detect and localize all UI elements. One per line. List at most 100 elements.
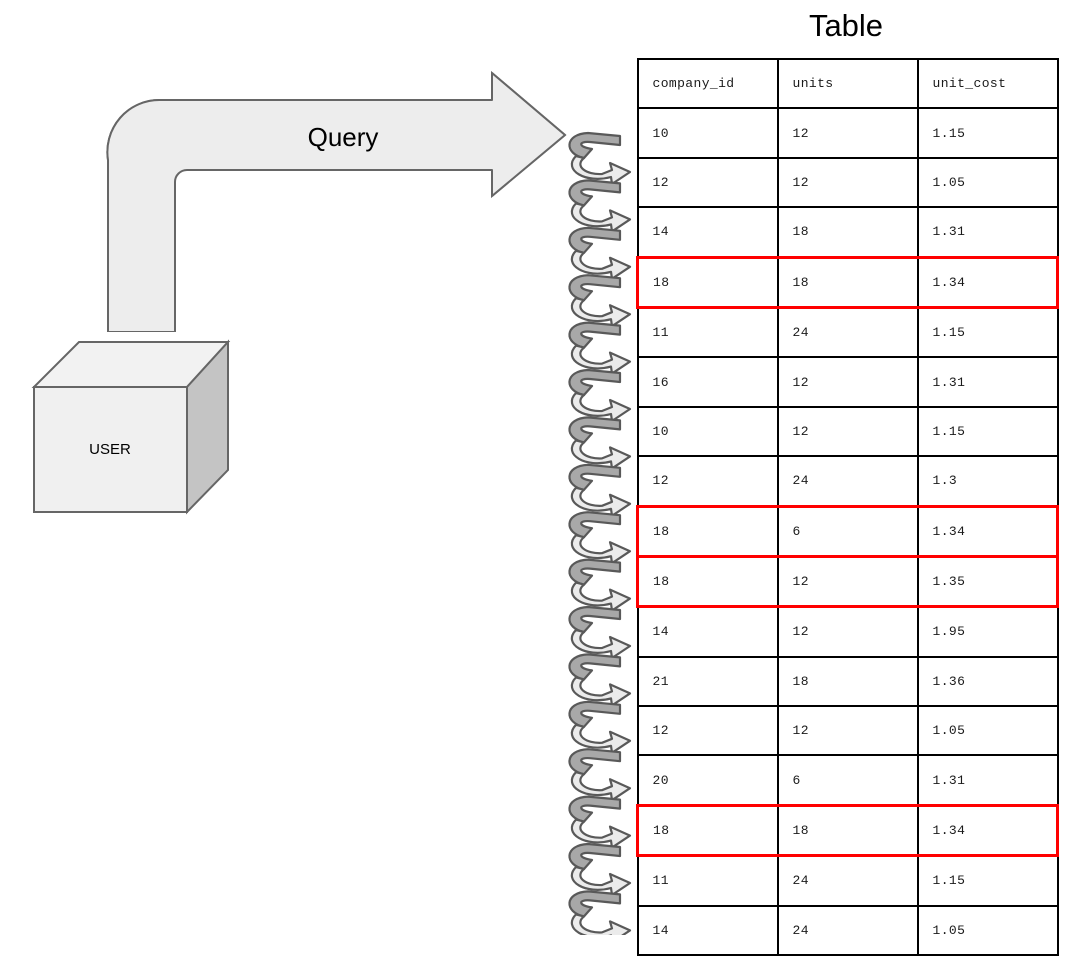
table-title: Table — [808, 8, 884, 43]
table-cell-company-id: 11 — [636, 306, 779, 359]
table-cell-units: 12 — [776, 405, 919, 458]
table-cell-unit-cost: 1.3 — [916, 455, 1059, 508]
table-cell-units: 24 — [776, 854, 919, 907]
coil-loop-upper-band — [568, 131, 622, 160]
table-cell-company-id: 12 — [636, 455, 779, 508]
table-cell-units: 18 — [776, 206, 919, 259]
table-cell-unit-cost: 1.31 — [916, 754, 1059, 807]
coil-loop-upper-band — [568, 463, 622, 491]
table-cell-units: 6 — [776, 754, 919, 807]
coil-loop-upper-band — [568, 511, 622, 539]
table-cell-unit-cost: 1.15 — [916, 107, 1059, 159]
table-cell-company-id: 12 — [636, 705, 779, 757]
table-cell-company-id: 18 — [636, 504, 779, 558]
table-cell-unit-cost: 1.05 — [916, 904, 1059, 956]
coil-loop-upper-band — [568, 605, 622, 634]
table-cell-company-id: 18 — [636, 803, 779, 858]
table-cell-company-id: 18 — [636, 554, 779, 609]
table-cell-unit-cost: 1.34 — [916, 255, 1059, 309]
coil-loop-arrow — [570, 202, 632, 233]
table-cell-unit-cost: 1.31 — [916, 356, 1059, 408]
coil-loop-upper-band — [568, 274, 622, 302]
table-cell-units: 12 — [776, 356, 919, 408]
coil-loop-upper-band — [568, 700, 622, 728]
coil-loop-upper-band — [568, 179, 622, 207]
coil-loop-arrow — [570, 818, 632, 849]
table-cell-company-id: 20 — [636, 754, 779, 807]
diagram-graphics: Query USER — [31, 70, 632, 935]
table-cell-company-id: 18 — [636, 255, 779, 309]
coil-loop-upper-band — [568, 795, 622, 823]
coil-loop-arrow — [570, 676, 632, 707]
table-cell-company-id: 14 — [636, 904, 779, 956]
diagram-canvas: Query USER Table company_id units unit_c… — [31, 8, 1059, 956]
table-cell-unit-cost: 1.34 — [916, 504, 1059, 558]
coil-loop-upper-band — [568, 321, 622, 349]
user-label: USER — [89, 441, 131, 458]
table-cell-units: 12 — [776, 107, 919, 159]
table-cell-units: 24 — [776, 306, 919, 359]
table-cell-unit-cost: 1.15 — [916, 854, 1059, 907]
coil-loop-upper-band — [568, 748, 622, 776]
table-cell-unit-cost: 1.05 — [916, 156, 1059, 209]
table-cell-unit-cost: 1.15 — [916, 306, 1059, 359]
table-cell-company-id: 14 — [636, 206, 779, 259]
table-cell-units: 18 — [776, 255, 919, 309]
table-cell-company-id: 16 — [636, 356, 779, 408]
coil-loop-upper-band — [568, 368, 622, 397]
table-cell-company-id: 21 — [636, 655, 779, 708]
column-header-unit-cost: unit_cost — [916, 57, 1059, 110]
coil-loop-arrow — [570, 628, 632, 660]
table-cell-units: 24 — [776, 455, 919, 508]
coil-loop-upper-band — [568, 416, 622, 444]
table-cell-units: 24 — [776, 904, 919, 956]
column-header-company-id: company_id — [636, 57, 779, 110]
table-cell-unit-cost: 1.05 — [916, 705, 1059, 757]
coil-loop-arrow — [570, 297, 632, 328]
coil-loop-upper-band — [568, 842, 622, 871]
coil-loop-arrow — [570, 249, 632, 280]
table-cell-company-id: 10 — [636, 107, 779, 159]
table-cell-unit-cost: 1.36 — [916, 655, 1059, 708]
coil-loop-arrow — [570, 723, 632, 754]
table-cell-units: 12 — [776, 156, 919, 209]
table-cell-company-id: 10 — [636, 405, 779, 458]
coil-loop-upper-band — [568, 653, 622, 681]
table-cell-units: 6 — [776, 504, 919, 558]
coil-loop-arrow — [570, 865, 632, 897]
coil-loop-arrow — [570, 913, 632, 935]
table-cell-unit-cost: 1.31 — [916, 206, 1059, 259]
coil-loop-upper-band — [568, 558, 622, 586]
table-cell-units: 12 — [776, 554, 919, 609]
coil-loop-arrow — [570, 154, 632, 186]
query-label: Query — [308, 122, 379, 152]
table-cell-units: 12 — [776, 705, 919, 757]
coil-loop-arrow — [570, 344, 632, 375]
coil-loop-arrow — [570, 486, 632, 517]
table-cell-company-id: 12 — [636, 156, 779, 209]
table-cell-units: 18 — [776, 803, 919, 858]
coil-loop-arrow — [570, 391, 632, 423]
coil-loop-upper-band — [568, 890, 622, 918]
coil-loop-arrow — [570, 439, 632, 470]
table-cell-company-id: 11 — [636, 854, 779, 907]
table-header-row: company_id units unit_cost — [636, 57, 1059, 110]
